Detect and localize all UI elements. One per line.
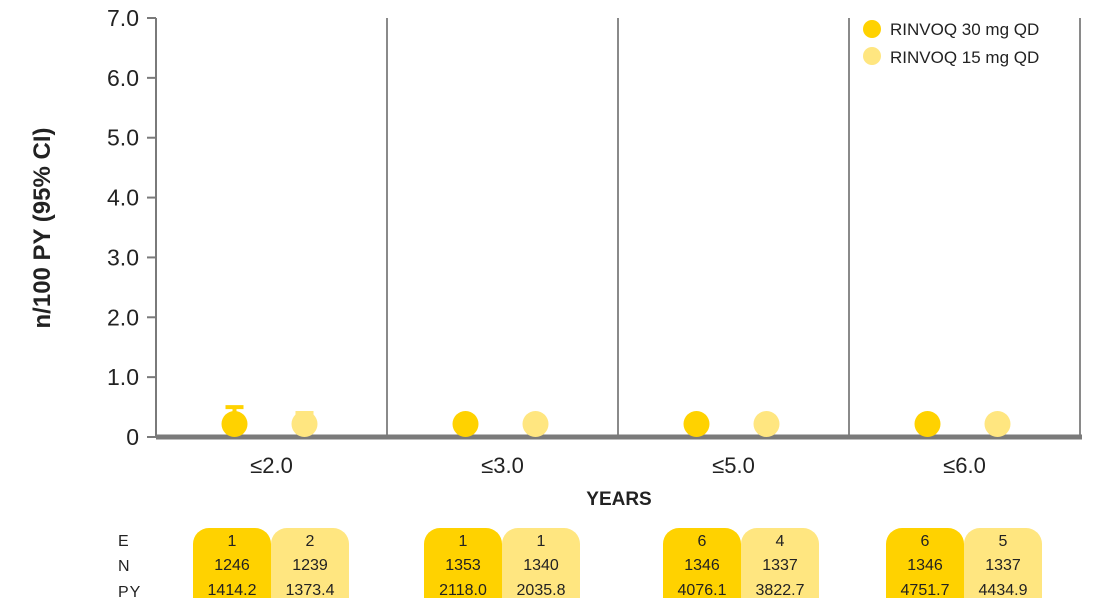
cell-n: 1246 [214,557,250,574]
x-axis-category-labels: ≤2.0 ≤3.0 ≤5.0 ≤6.0 [250,453,986,478]
cell-e: 1 [227,533,237,550]
table-cell-6y-30mg: 6 1346 4751.7 [886,528,964,599]
cell-e: 1 [458,533,468,550]
cell-n: 1346 [684,557,720,574]
y-tick-label: 6.0 [107,65,139,91]
cell-e: 2 [305,533,315,550]
cell-n: 1346 [907,557,943,574]
x-category-label: ≤3.0 [481,453,524,478]
cell-py: 4076.1 [677,582,727,599]
data-point [452,411,479,437]
x-category-label: ≤5.0 [712,453,755,478]
x-axis-title: YEARS [586,489,651,510]
table-cell-5y-15mg: 4 1337 3822.7 [741,528,819,599]
cell-e: 6 [920,533,930,550]
cell-e: 4 [775,533,785,550]
cell-e: 1 [536,533,546,550]
legend-marker-rinvoq-30 [863,20,881,38]
chart: 01.02.03.04.05.06.07.0 ≤2.0≤3.0≤5.0≤6.0 … [29,5,1082,510]
data-point [522,411,549,437]
cell-py: 2118.0 [439,582,487,599]
y-tick-label: 0 [126,424,139,450]
row-label-py: PY [118,584,142,601]
cell-n: 1337 [762,557,798,574]
cell-n: 1239 [292,557,328,574]
legend-label-rinvoq-15: RINVOQ 15 mg QD [890,48,1039,67]
data-point [221,411,248,437]
y-tick-label: 1.0 [107,364,139,390]
cell-py: 4751.7 [900,582,950,599]
legend: RINVOQ 30 mg QD RINVOQ 15 mg QD [863,20,1039,67]
table-cell-3y-15mg: 1 1340 2035.8 [502,528,580,599]
data-point [914,411,941,437]
cell-n: 1340 [523,557,559,574]
cell-py: 4434.9 [978,582,1028,599]
data-point [291,411,318,437]
table-cell-2y-30mg: 1 1246 1414.2 [193,528,271,599]
legend-label-rinvoq-30: RINVOQ 30 mg QD [890,20,1039,39]
y-axis-ticks: 0 1.0 2.0 3.0 4.0 5.0 6.0 7.0 [107,5,156,450]
cell-e: 6 [697,533,707,550]
cell-n: 1337 [985,557,1021,574]
cell-py: 3822.7 [755,582,805,599]
legend-marker-rinvoq-15 [863,47,881,65]
data-point [683,411,710,437]
x-category-label: ≤2.0 [250,453,293,478]
cell-py: 1373.4 [285,582,335,599]
y-tick-label: 5.0 [107,125,139,151]
error-bars [225,405,475,424]
cell-py: 2035.8 [516,582,566,599]
y-tick-label: 2.0 [107,304,139,330]
table-cell-6y-15mg: 5 1337 4434.9 [964,528,1042,599]
x-category-label: ≤6.0 [943,453,986,478]
data-point [753,411,780,437]
y-tick-label: 4.0 [107,185,139,211]
y-axis-title: n/100 PY (95% CI) [29,128,56,329]
row-label-n: N [118,558,131,575]
data-points [221,411,1011,437]
category-dividers [386,18,1081,437]
table-cell-2y-15mg: 2 1239 1373.4 [271,528,349,599]
cell-py: 1414.2 [207,582,257,599]
y-tick-label: 3.0 [107,244,139,270]
cell-n: 1353 [445,557,481,574]
table-cell-3y-30mg: 1 1353 2118.0 [424,528,502,599]
table-cell-5y-30mg: 6 1346 4076.1 [663,528,741,599]
data-point [984,411,1011,437]
cell-e: 5 [998,533,1008,550]
y-tick-label: 7.0 [107,5,139,31]
row-label-e: E [118,533,130,550]
axes [155,18,1082,440]
